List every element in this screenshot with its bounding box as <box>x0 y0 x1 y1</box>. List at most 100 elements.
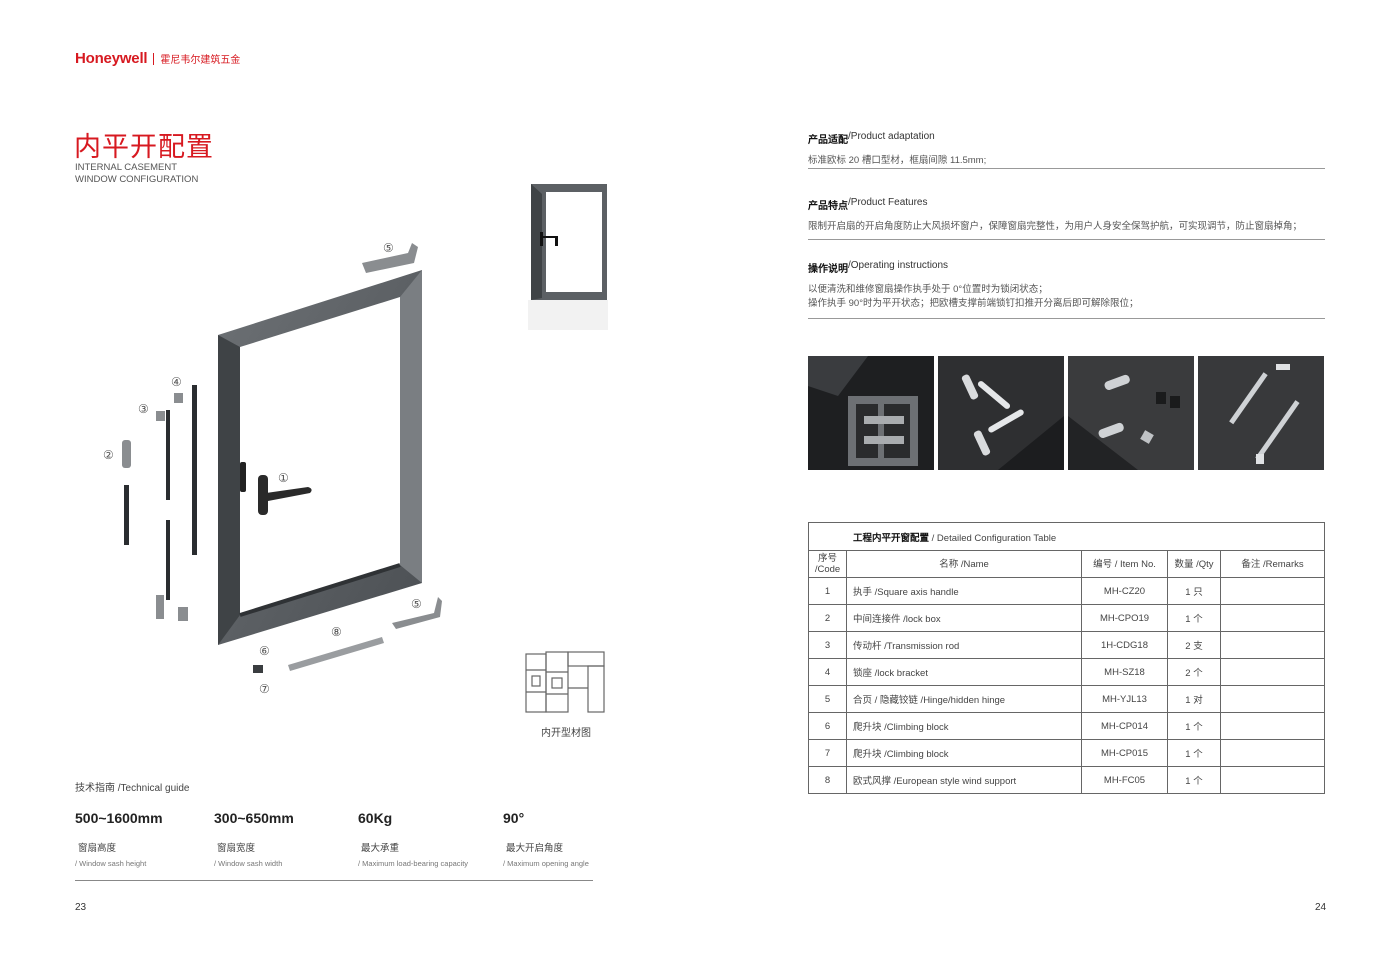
cell-qty: 1 对 <box>1167 685 1221 713</box>
product-photo-rods <box>1198 356 1324 470</box>
section-title-cn: 产品特点 <box>808 201 848 212</box>
page-subtitle-en: INTERNAL CASEMENT WINDOW CONFIGURATION <box>75 162 235 186</box>
cell-name: 传动杆 /Transmission rod <box>846 631 1082 659</box>
header-code: 序号/Code <box>808 550 847 578</box>
callout-1: ① <box>278 471 289 485</box>
callout-3: ③ <box>138 402 149 416</box>
cell-name: 锁座 /lock bracket <box>846 658 1082 686</box>
subtitle-line-2: WINDOW CONFIGURATION <box>75 174 199 185</box>
cell-code: 3 <box>808 631 847 659</box>
cell-item-no: MH-CPO19 <box>1081 604 1168 632</box>
section-title-en: /Operating instructions <box>848 260 949 271</box>
spec-value: 500~1600mm <box>75 810 163 826</box>
cell-code: 7 <box>808 739 847 767</box>
product-adaptation-section: 产品适配 /Product adaptation 标准欧标 20 槽口型材，框扇… <box>808 131 1325 168</box>
section-title: 产品特点 /Product Features <box>808 197 1325 212</box>
callout-6: ⑥ <box>259 644 270 658</box>
honeywell-wordmark: Honeywell <box>75 50 148 67</box>
cell-remarks <box>1220 712 1325 740</box>
section-title: 操作说明 /Operating instructions <box>808 260 1325 275</box>
cell-item-no: 1H-CDG18 <box>1081 631 1168 659</box>
page-title: 内平开配置 <box>74 132 214 163</box>
spec-label: 窗扇宽度 <box>217 843 256 854</box>
spec-sash-height: 500~1600mm 窗扇高度 / Window sash height <box>75 810 163 868</box>
cell-item-no: MH-YJL13 <box>1081 685 1168 713</box>
configuration-table: 工程内平开窗配置 / Detailed Configuration Table … <box>808 522 1325 794</box>
header-remarks: 备注 /Remarks <box>1220 550 1325 578</box>
product-photo-hardware <box>1068 356 1194 470</box>
cell-remarks <box>1220 739 1325 767</box>
header-code-cn: 序号 <box>817 553 837 564</box>
cell-qty: 2 个 <box>1167 658 1221 686</box>
cell-code: 1 <box>808 577 847 605</box>
callout-8: ⑧ <box>331 625 342 639</box>
cell-item-no: MH-FC05 <box>1081 766 1168 794</box>
profile-cross-section <box>525 651 605 713</box>
section-title-cn: 操作说明 <box>808 264 848 275</box>
product-features-section: 产品特点 /Product Features 限制开启扇的开启角度防止大风损坏窗… <box>808 197 1325 234</box>
spec-label: 最大承重 <box>361 843 400 854</box>
cell-name: 爬升块 /Climbing block <box>846 739 1082 767</box>
callout-2: ② <box>103 448 114 462</box>
product-photo-handles <box>938 356 1064 470</box>
section-title: 产品适配 /Product adaptation <box>808 131 1325 146</box>
profile-caption: 内开型材图 <box>541 728 591 739</box>
cell-code: 6 <box>808 712 847 740</box>
table-caption-cn: 工程内平开窗配置 <box>853 532 930 544</box>
cell-code: 5 <box>808 685 847 713</box>
page-number-right: 24 <box>1315 902 1327 913</box>
section-divider <box>808 168 1325 169</box>
spec-label-en: / Maximum opening angle <box>503 859 589 868</box>
spec-sash-width: 300~650mm 窗扇宽度 / Window sash width <box>214 810 294 868</box>
table-caption: 工程内平开窗配置 / Detailed Configuration Table <box>808 522 1325 551</box>
brand-logo: Honeywell 霍尼韦尔建筑五金 <box>75 50 240 67</box>
cell-code: 8 <box>808 766 847 794</box>
spec-label-en: / Window sash height <box>75 859 147 868</box>
instruction-line-1: 以便清洗和维修窗扇操作执手处于 0°位置时为锁闭状态； <box>808 284 1048 295</box>
window-thumbnail <box>528 184 608 330</box>
header-name: 名称 /Name <box>846 550 1082 578</box>
cell-item-no: MH-CP015 <box>1081 739 1168 767</box>
section-text: 标准欧标 20 槽口型材，框扇间隙 11.5mm; <box>808 155 987 166</box>
cell-remarks <box>1220 766 1325 794</box>
spec-label-en: / Maximum load-bearing capacity <box>358 859 469 868</box>
cell-qty: 1 只 <box>1167 577 1221 605</box>
cell-item-no: MH-CZ20 <box>1081 577 1168 605</box>
cell-name: 爬升块 /Climbing block <box>846 712 1082 740</box>
section-title-en: /Product Features <box>848 197 928 208</box>
cell-qty: 1 个 <box>1167 604 1221 632</box>
cell-item-no: MH-CP014 <box>1081 712 1168 740</box>
header-qty: 数量 /Qty <box>1167 550 1221 578</box>
window-exploded-illustration: ① ② ③ ④ ⑤ ⑤ ⑥ ⑦ ⑧ <box>103 241 442 696</box>
specs-divider <box>75 880 593 881</box>
spec-max-load: 60Kg 最大承重 / Maximum load-bearing capacit… <box>358 810 468 868</box>
callout-4: ④ <box>171 375 182 389</box>
cell-name: 合页 / 隐藏铰链 /Hinge/hidden hinge <box>846 685 1082 713</box>
cell-code: 4 <box>808 658 847 686</box>
cell-remarks <box>1220 577 1325 605</box>
product-photo-profile <box>808 356 934 470</box>
section-title-en: /Product adaptation <box>848 131 935 142</box>
section-text: 限制开启扇的开启角度防止大风损坏窗户，保障窗扇完整性，为用户人身安全保驾护航，可… <box>808 221 1303 232</box>
table-caption-en: / Detailed Configuration Table <box>929 532 1057 544</box>
cell-item-no: MH-SZ18 <box>1081 658 1168 686</box>
spec-label-en: / Window sash width <box>214 859 283 868</box>
spec-max-angle: 90° 最大开启角度 / Maximum opening angle <box>503 810 589 868</box>
technical-guide-label: 技术指南 /Technical guide <box>75 783 190 794</box>
section-text: 以便清洗和维修窗扇操作执手处于 0°位置时为锁闭状态； 操作执手 90°时为平开… <box>808 283 1325 311</box>
cell-remarks <box>1220 631 1325 659</box>
brand-subtitle: 霍尼韦尔建筑五金 <box>160 55 241 66</box>
spec-value: 300~650mm <box>214 810 294 826</box>
cell-name: 中间连接件 /lock box <box>846 604 1082 632</box>
section-divider <box>808 318 1325 319</box>
table-header-row: 序号/Code 名称 /Name 编号 / Item No. 数量 /Qty 备… <box>808 550 1325 578</box>
spec-label: 最大开启角度 <box>506 843 564 854</box>
callout-5-top: ⑤ <box>383 241 394 255</box>
cell-qty: 1 个 <box>1167 766 1221 794</box>
product-photos <box>808 356 1324 470</box>
